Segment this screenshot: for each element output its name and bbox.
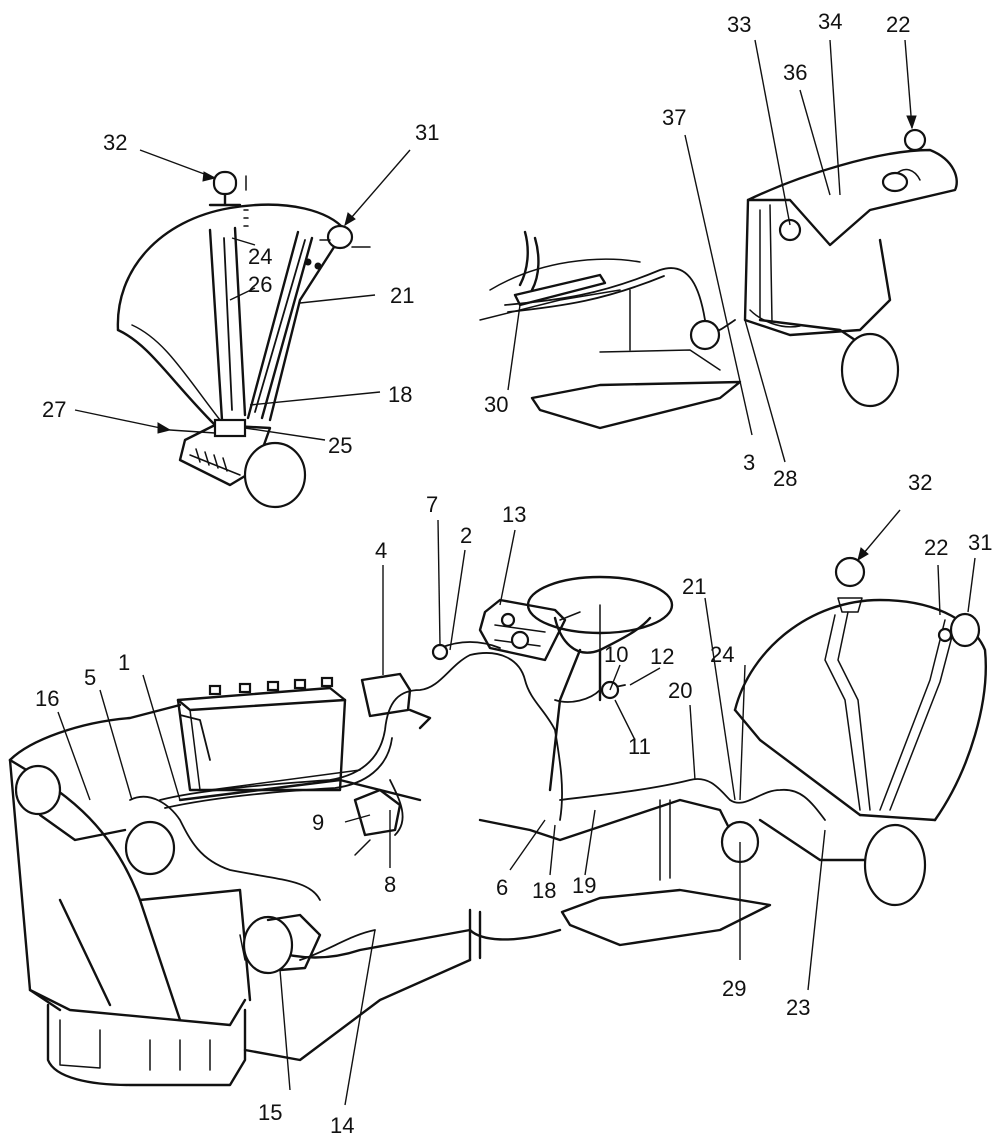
callout-12: 12 [650,644,674,669]
callout-22-inset: 22 [886,12,910,37]
callout-34: 34 [818,9,842,34]
callout-26-inset: 26 [248,272,272,297]
callout-2: 2 [460,523,472,548]
callout-18-inset: 18 [388,382,412,407]
callout-4: 4 [375,538,387,563]
leader-lines [57,39,976,1106]
callout-16: 16 [35,686,59,711]
callout-36: 36 [783,60,807,85]
callout-37: 37 [662,105,686,130]
callout-28: 28 [773,466,797,491]
callout-24-main: 24 [710,642,734,667]
callout-21-main: 21 [682,574,706,599]
callout-11: 11 [628,734,651,759]
callout-19: 19 [572,873,596,898]
callout-8: 8 [384,872,396,897]
callout-32-inset: 32 [103,130,127,155]
callout-31-main: 31 [968,530,992,555]
callout-18-main: 18 [532,878,556,903]
callout-20: 20 [668,678,692,703]
callout-15: 15 [258,1100,282,1125]
callout-1: 1 [118,650,130,675]
callout-21-inset: 21 [390,283,414,308]
fender-lamp-inset [116,170,371,509]
callout-31-inset: 31 [415,120,439,145]
callout-3-inset: 3 [743,450,755,475]
callout-9: 9 [312,810,324,835]
callout-14: 14 [330,1113,354,1138]
callout-32-main: 32 [908,470,932,495]
callout-27-inset: 27 [42,397,66,422]
callout-33: 33 [727,12,751,37]
callout-labels: 32 31 24 26 21 18 27 25 33 34 22 36 37 3… [35,9,992,1138]
callout-30: 30 [484,392,508,417]
callout-22-main: 22 [924,535,948,560]
rear-harness-inset [479,128,958,430]
callout-5: 5 [84,665,96,690]
callout-10: 10 [604,642,628,667]
callout-13: 13 [502,502,526,527]
callout-23: 23 [786,995,810,1020]
callout-25-inset: 25 [328,433,352,458]
callout-7: 7 [426,492,438,517]
callout-6: 6 [496,875,508,900]
main-tractor-view [8,556,987,1087]
callout-29: 29 [722,976,746,1001]
callout-24-inset: 24 [248,244,272,269]
